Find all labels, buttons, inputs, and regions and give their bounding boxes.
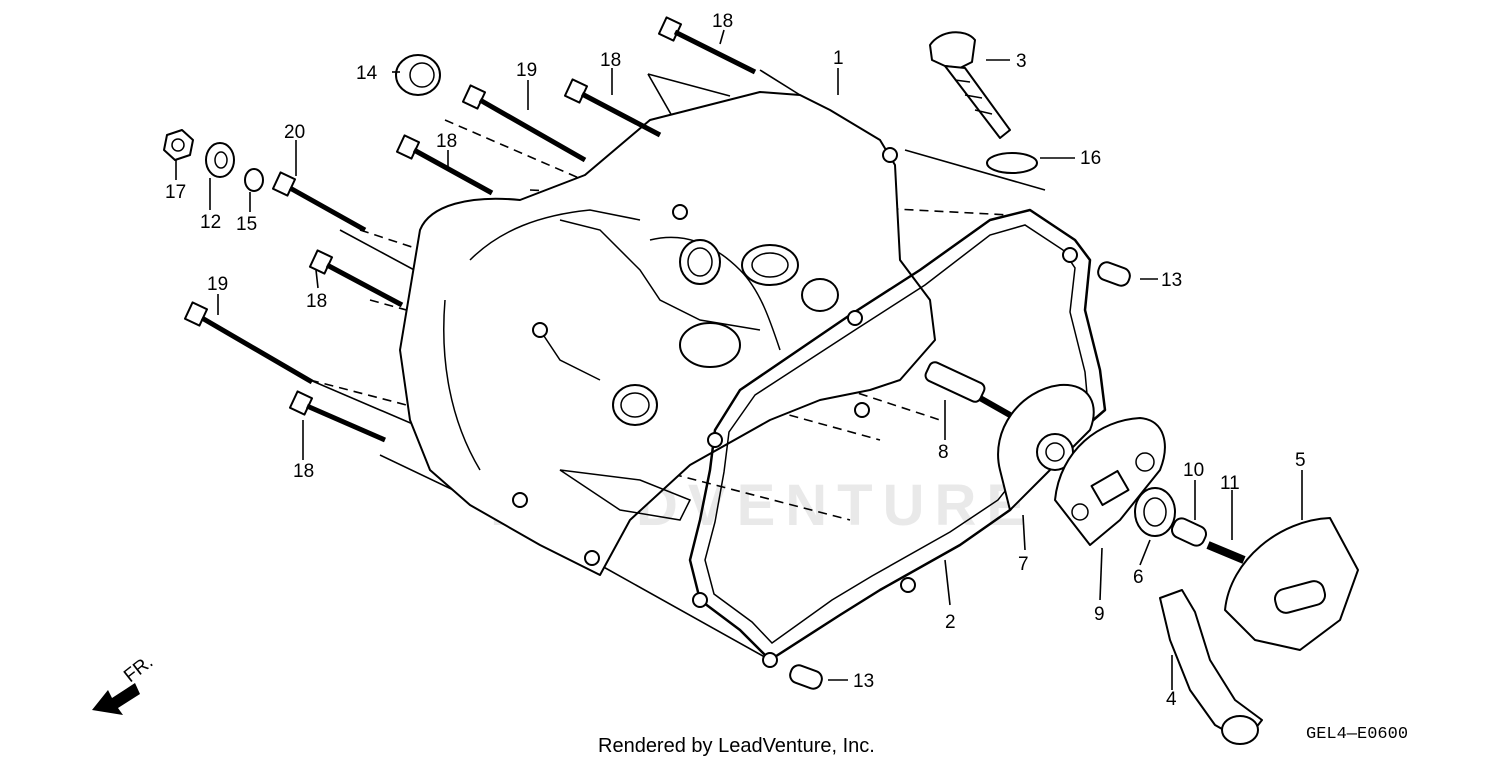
callout-5: 5 [1295, 450, 1306, 471]
bearing-14 [395, 54, 441, 96]
callout-3: 3 [1016, 51, 1027, 72]
callout-10: 10 [1183, 460, 1204, 481]
callout-17: 17 [165, 182, 186, 203]
plate-9 [1054, 417, 1166, 546]
right-side-parts [924, 361, 1359, 745]
spring-11 [1206, 541, 1246, 564]
bolt-18-bottom [288, 390, 386, 443]
callout-13-upper: 13 [1161, 270, 1182, 291]
bolt-18-mid [395, 134, 494, 196]
callout-4: 4 [1166, 689, 1177, 710]
bolt-19-upper [461, 84, 587, 163]
shaft-8 [924, 361, 1012, 418]
callout-18-bottom: 18 [293, 461, 314, 482]
bolt-19-lower [183, 301, 314, 385]
callout-12: 12 [200, 212, 221, 233]
bolt-18-top [657, 16, 757, 75]
callout-19-upper: 19 [516, 60, 537, 81]
callout-1: 1 [833, 48, 844, 69]
oil-filler-cap [929, 31, 1038, 174]
callout-14: 14 [356, 63, 378, 84]
callout-16: 16 [1080, 148, 1101, 169]
callout-20: 20 [284, 122, 305, 143]
washer-12 [205, 142, 235, 178]
callout-11: 11 [1220, 473, 1240, 494]
bolt-18-left [308, 249, 404, 308]
diagram-code: GEL4—E0600 [1306, 725, 1408, 744]
callout-18-upper: 18 [600, 50, 621, 71]
kick-gear-5 [1224, 517, 1359, 651]
dowel-13-upper [1097, 261, 1131, 287]
small-hardware [163, 54, 441, 192]
arrow-icon [92, 683, 140, 715]
bolt-18-upper [563, 78, 662, 138]
callout-9: 9 [1094, 604, 1105, 625]
nut-17 [163, 129, 194, 161]
callout-18-mid: 18 [436, 131, 457, 152]
front-arrow: FR. [92, 652, 157, 715]
o-ring-15 [244, 168, 264, 192]
callout-19-lower: 19 [207, 274, 228, 295]
dowel-13-lower [789, 664, 823, 690]
callout-13-lower: 13 [853, 671, 874, 692]
right-crankcase-cover [399, 91, 936, 576]
callout-leaders [175, 29, 1303, 690]
seal-6 [1134, 487, 1176, 537]
bolts [183, 16, 757, 443]
plate-7 [997, 383, 1095, 511]
callout-18-left: 18 [306, 291, 327, 312]
credit-text: Rendered by LeadVenture, Inc. [598, 735, 875, 757]
callout-18-top: 18 [712, 11, 733, 32]
callout-7: 7 [1018, 554, 1029, 575]
callout-15: 15 [236, 214, 257, 235]
dowel-pins [789, 261, 1131, 690]
callout-labels: 1 2 3 4 5 6 7 8 9 10 11 12 13 13 14 15 1… [165, 11, 1306, 710]
bolt-20 [271, 171, 367, 233]
kick-arm-4 [1159, 589, 1263, 745]
collar-10 [1170, 517, 1208, 547]
front-label: FR. [120, 652, 157, 687]
callout-2: 2 [945, 612, 956, 633]
callout-6: 6 [1133, 567, 1144, 588]
callout-8: 8 [938, 442, 949, 463]
